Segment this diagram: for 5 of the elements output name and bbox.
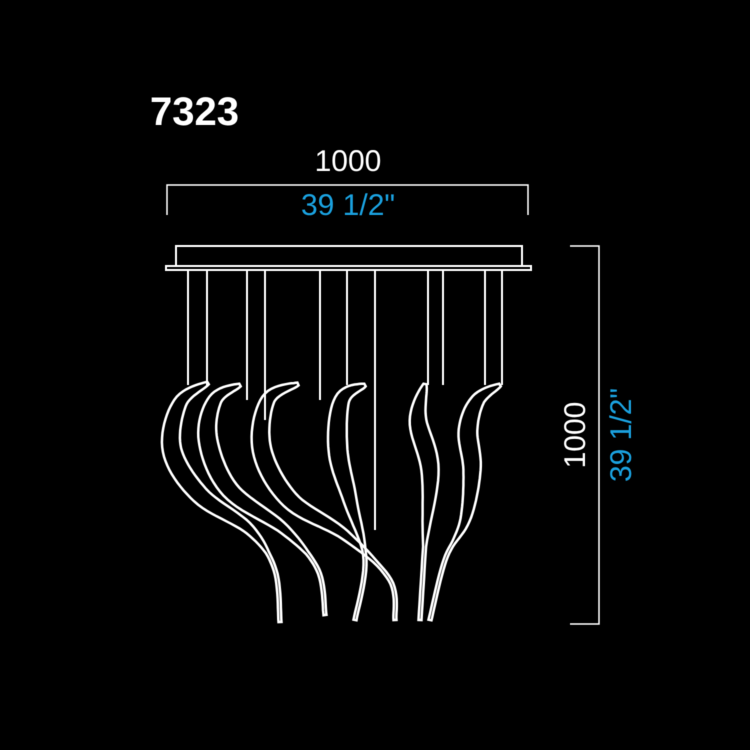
dimension-label: 39 1/2" (300, 191, 396, 221)
dimension-label: 1000 (314, 147, 382, 177)
dimension-label: 39 1/2" (607, 388, 637, 482)
dimension-label: 1000 (561, 402, 591, 468)
model-number: 7323 (150, 92, 239, 132)
